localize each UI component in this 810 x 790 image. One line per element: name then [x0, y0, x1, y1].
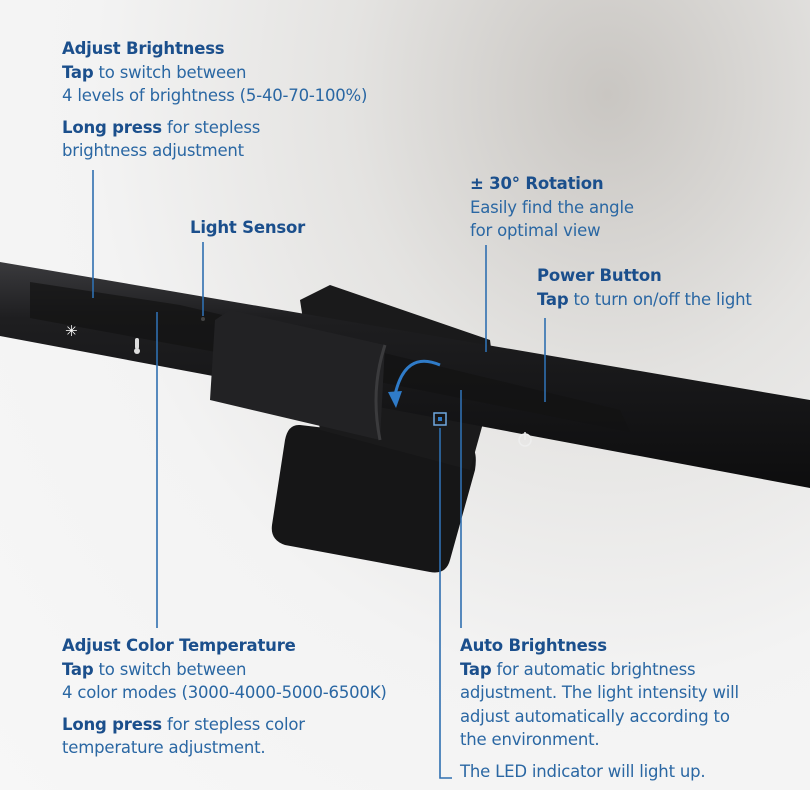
callout-text: for stepless [161, 117, 261, 137]
callout-title: Auto Brightness [460, 636, 607, 655]
led-indicator-note: The LED indicator will light up. [460, 761, 706, 781]
callout-adjust-brightness: Adjust Brightness Tap to switch between … [62, 37, 367, 163]
callout-text: for optimal view [470, 221, 601, 240]
callout-title: ± 30° Rotation [470, 174, 604, 193]
callout-text: adjustment. The light intensity will [460, 683, 739, 702]
callout-title: Adjust Color Temperature [62, 636, 296, 655]
bold-label: Long press [62, 714, 162, 734]
light-sensor-dot [201, 317, 205, 321]
bold-label: Tap [62, 659, 94, 679]
callout-power-button: Power Button Tap to turn on/off the ligh… [537, 264, 752, 311]
callout-text: adjust automatically according to [460, 706, 730, 726]
bold-label: Tap [460, 659, 492, 679]
callout-title: Light Sensor [190, 218, 306, 237]
callout-text: Easily find the angle [470, 197, 634, 217]
clamp-base [271, 424, 476, 573]
callout-text: to switch between [93, 62, 247, 82]
thermometer-icon [135, 338, 139, 349]
callout-title: Adjust Brightness [62, 39, 225, 58]
bold-label: Long press [62, 117, 162, 137]
callout-text: the environment. [460, 730, 600, 749]
brightness-sun-icon: ✳ [65, 322, 78, 340]
callout-text: temperature adjustment. [62, 738, 266, 757]
bold-label: Tap [62, 62, 94, 82]
callout-text: to switch between [93, 659, 247, 679]
callout-text: to turn on/off the light [568, 289, 752, 309]
callout-title: Power Button [537, 266, 662, 285]
callout-text: for automatic brightness [491, 659, 696, 679]
callout-text: 4 levels of brightness (5-40-70-100%) [62, 86, 368, 105]
callout-color-temperature: Adjust Color Temperature Tap to switch b… [62, 634, 387, 760]
leader-led-indicator [439, 428, 452, 779]
callout-light-sensor: Light Sensor [190, 216, 305, 240]
callout-rotation: ± 30° Rotation Easily find the angle for… [470, 172, 634, 243]
rotation-collar [210, 310, 385, 440]
auto-brightness-icon [433, 412, 447, 426]
bold-label: Tap [537, 289, 569, 309]
rotation-arrow-icon [393, 359, 441, 396]
callout-auto-brightness: Auto Brightness Tap for automatic bright… [460, 634, 739, 783]
callout-text: for stepless color [161, 714, 305, 734]
callout-text: brightness adjustment [62, 141, 244, 160]
callout-text: 4 color modes (3000-4000-5000-6500K) [62, 683, 387, 702]
